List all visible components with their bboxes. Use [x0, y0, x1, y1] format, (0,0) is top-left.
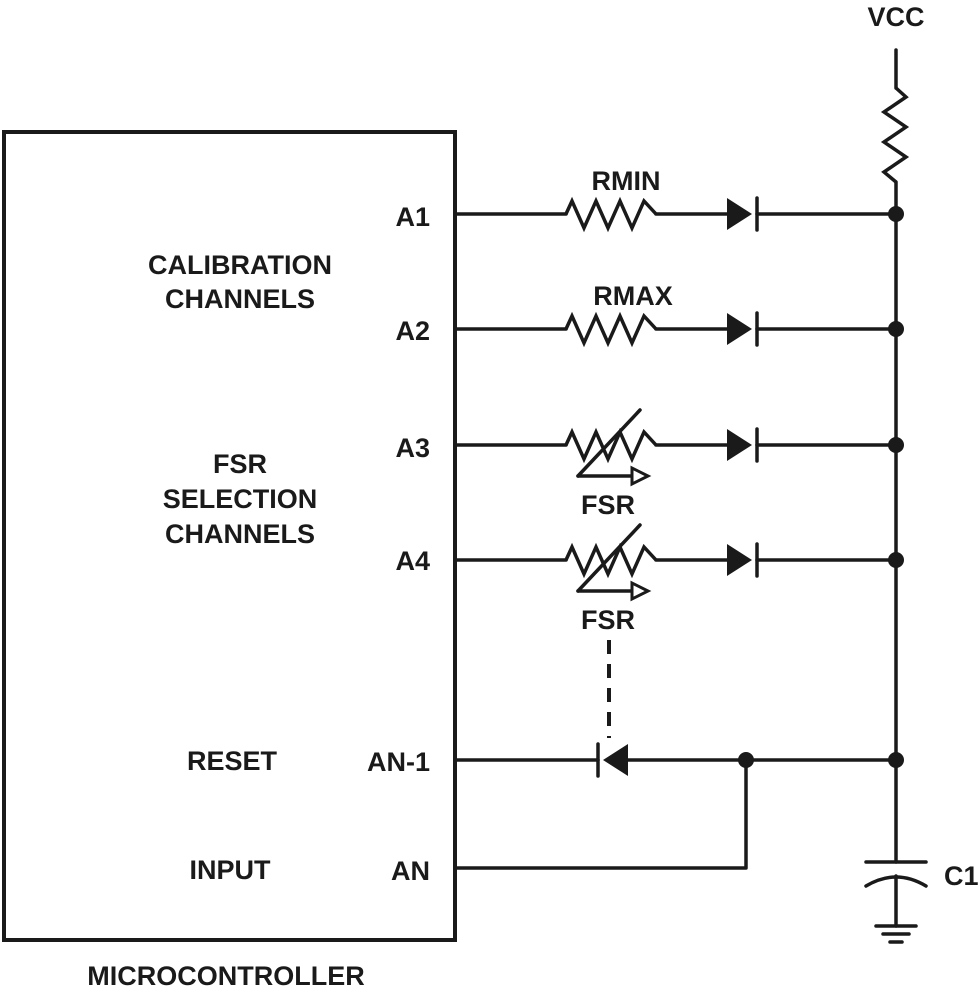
fsr-a3-variable-slash [576, 408, 642, 478]
input-label: INPUT [190, 855, 272, 885]
fsr-selection-label-line3: CHANNELS [165, 519, 315, 549]
fsr-a4-arrow-head [630, 580, 652, 602]
pin-an-1-label: AN-1 [367, 747, 430, 777]
a2-junction [888, 321, 904, 337]
fsr-a3-resistor [564, 427, 658, 464]
microcontroller-label: MICROCONTROLLER [87, 961, 364, 988]
pin-a4-label: A4 [395, 546, 430, 576]
pullup-resistor [880, 86, 910, 184]
calibration-label-line1: CALIBRATION [148, 250, 332, 280]
fsr-selection-label-line1: FSR [213, 449, 267, 479]
ground-icon [874, 924, 918, 944]
a4-diode-icon [727, 544, 752, 576]
rmax-label: RMAX [593, 281, 673, 311]
fsr-a4-resistor [564, 542, 658, 579]
a1-junction [888, 206, 904, 222]
fsr-a3-arrow-head [630, 465, 652, 487]
fsr-a3-label: FSR [581, 490, 635, 520]
a2-diode-icon [727, 313, 752, 345]
rmin-resistor [564, 196, 658, 233]
capacitor-c1: C1 [864, 860, 978, 928]
an-1-bus-junction [888, 752, 904, 768]
a3-junction [888, 437, 904, 453]
rmax-resistor [564, 311, 658, 348]
an-1-diode-icon [603, 744, 628, 776]
an-1-channel [453, 742, 904, 778]
pin-a2-label: A2 [395, 316, 430, 346]
fsr-selection-label-line2: SELECTION [163, 484, 318, 514]
calibration-label-line2: CHANNELS [165, 284, 315, 314]
rmin-label: RMIN [592, 166, 661, 196]
pin-an-label: AN [391, 856, 430, 886]
a1-channel: RMIN [453, 166, 904, 233]
a2-channel: RMAX [453, 281, 904, 348]
fsr-a4-label: FSR [581, 605, 635, 635]
pin-a1-label: A1 [395, 202, 430, 232]
a3-diode-icon [727, 429, 752, 461]
vcc-label: VCC [867, 2, 924, 32]
microcontroller-box [2, 130, 457, 942]
pin-a3-label: A3 [395, 433, 430, 463]
a4-channel: FSR [453, 523, 904, 635]
fsr-a4-variable-slash [576, 523, 642, 593]
reset-label: RESET [187, 746, 278, 776]
a1-diode-icon [727, 198, 752, 230]
a3-channel: FSR [453, 408, 904, 520]
c1-label: C1 [944, 861, 978, 891]
a4-junction [888, 552, 904, 568]
an-wire [453, 758, 748, 870]
